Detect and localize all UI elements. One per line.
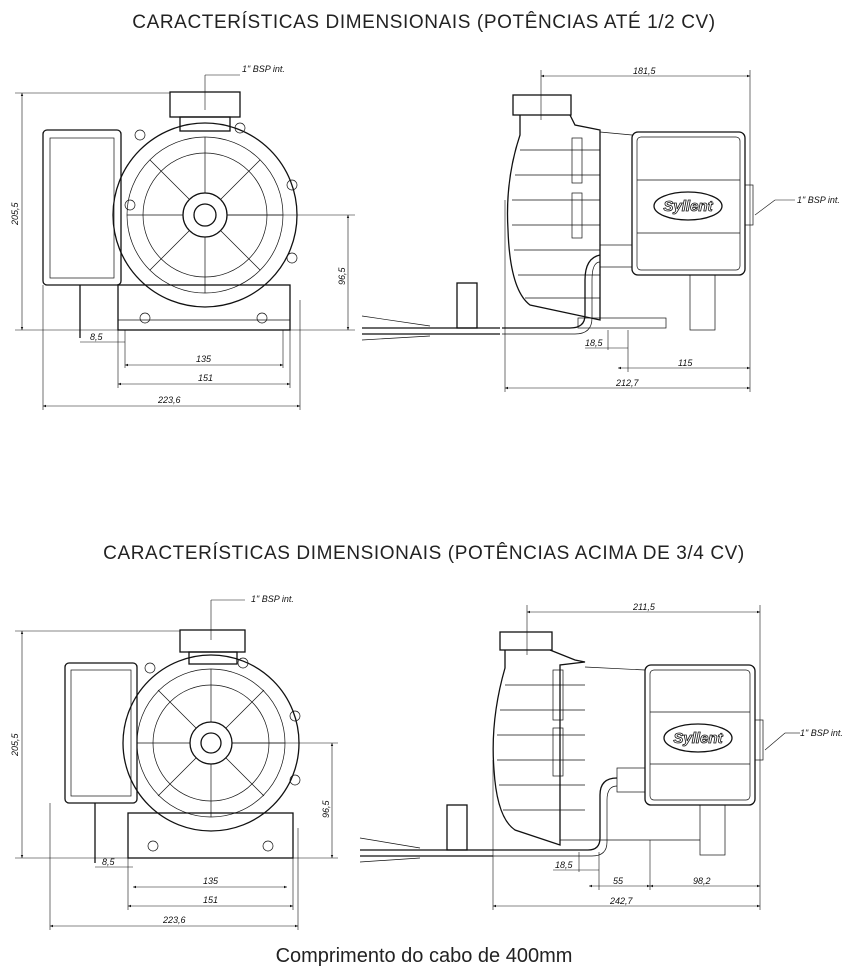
bsp-label-side: 1" BSP int. [800,728,843,738]
front-view-small: 1" BSP int. 205,5 96,5 8,5 135 151 223,6 [10,64,355,410]
dim-135: 135 [196,354,212,364]
dim-223-6: 223,6 [157,395,181,405]
dim-18-5: 18,5 [555,860,574,870]
dim-shaft-height: 96,5 [337,266,347,285]
dim-total: 242,7 [609,896,634,906]
syllent-logo: Syllent [673,730,723,747]
dim-height: 205,5 [10,732,20,757]
bsp-label-side: 1" BSP int. [797,195,840,205]
dim-total: 212,7 [615,378,640,388]
dim-height: 205,5 [10,201,20,226]
dim-8-5: 8,5 [102,857,116,867]
side-view-large: Syllent 211,5 1" BSP int. 18,5 55 98,2 2… [359,602,843,910]
pump-side-drawing [361,94,754,341]
dim-135: 135 [203,876,219,886]
section-title-large-power: CARACTERÍSTICAS DIMENSIONAIS (POTÊNCIAS … [103,543,745,564]
dim-shaft-height: 96,5 [321,799,331,818]
syllent-logo: Syllent [663,198,713,215]
pump-front-drawing [64,629,301,863]
dim-151: 151 [203,895,218,905]
dim-98-2: 98,2 [693,876,711,886]
side-view-small: Syllent 181,5 1" BSP int. 18,5 115 212,7 [361,66,840,392]
dim-223-6: 223,6 [162,915,186,925]
pump-side-drawing [359,631,764,863]
dim-151: 151 [198,373,213,383]
dim-top-width: 181,5 [633,66,657,76]
dim-18-5: 18,5 [585,338,604,348]
cable-length-note: Comprimento do cabo de 400mm [275,945,573,967]
dim-55: 55 [613,876,624,886]
dim-8-5: 8,5 [90,332,104,342]
dim-top-width: 211,5 [632,602,656,612]
dim-115: 115 [678,358,693,368]
front-view-large: 1" BSP int. 205,5 96,5 8,5 135 151 223,6 [10,594,338,930]
section-title-small-power: CARACTERÍSTICAS DIMENSIONAIS (POTÊNCIAS … [132,12,716,33]
bsp-label: 1" BSP int. [242,64,285,74]
bsp-label: 1" BSP int. [251,594,294,604]
